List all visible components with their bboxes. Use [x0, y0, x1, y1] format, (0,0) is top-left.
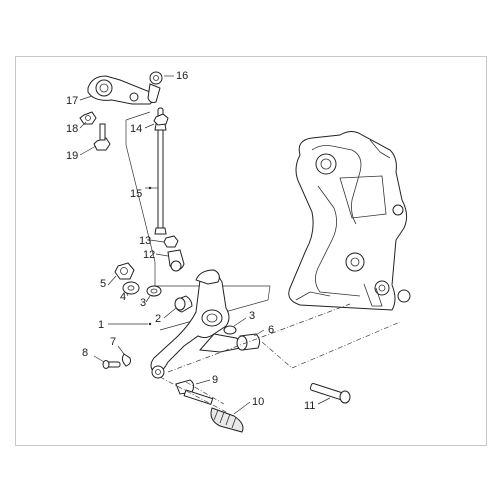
part-11-bolt: [309, 383, 351, 404]
label-10: 10: [252, 396, 264, 408]
label-14: 14: [130, 123, 142, 135]
part-16-ball-joint: [147, 71, 163, 103]
label-7: 7: [110, 336, 116, 348]
label-6: 6: [268, 324, 274, 336]
label-15: 15: [130, 188, 142, 200]
label-5: 5: [100, 278, 106, 290]
part-10-rubber-peg: [210, 407, 244, 433]
frame-bracket-drawing: [288, 131, 411, 311]
label-18: 18: [66, 123, 78, 135]
part-2-bushing: [174, 295, 193, 313]
part-3-clip-lower: [223, 325, 237, 335]
callout-labels: 16 17 18 19 14 15 13 12 5 4 3 2 1 3 6 7 …: [66, 70, 315, 412]
label-13: 13: [139, 235, 151, 247]
part-9-bolt: [175, 379, 214, 405]
label-3-upper: 3: [140, 297, 146, 309]
part-1-shift-pedal: [150, 269, 242, 379]
part-7-circlip: [121, 353, 131, 367]
part-19-bolt: [93, 123, 111, 151]
label-4: 4: [120, 291, 126, 303]
part-8-pin: [102, 360, 121, 369]
part-12-ball-joint: [167, 249, 185, 272]
label-1: 1: [98, 319, 104, 331]
label-9: 9: [212, 374, 218, 386]
assembly-axis-lines: [159, 303, 401, 414]
part-6-spacer: [236, 333, 261, 351]
leader-lines: [79, 75, 331, 415]
part-3-clip-upper: [146, 285, 162, 297]
label-16: 16: [176, 70, 188, 82]
part-14-nut: [153, 113, 169, 126]
shift-rod-drawing: [145, 107, 167, 235]
part-13-nut: [163, 235, 179, 248]
part-17-lever: [87, 75, 154, 105]
label-8: 8: [82, 347, 88, 359]
label-17: 17: [66, 95, 78, 107]
label-12: 12: [143, 249, 155, 261]
label-11: 11: [304, 400, 315, 412]
label-2: 2: [155, 313, 161, 325]
label-19: 19: [66, 150, 78, 162]
part-18-nut: [79, 111, 97, 125]
part-5-nut: [114, 262, 135, 280]
label-3-lower: 3: [249, 310, 255, 322]
part-4-washer: [122, 281, 140, 295]
